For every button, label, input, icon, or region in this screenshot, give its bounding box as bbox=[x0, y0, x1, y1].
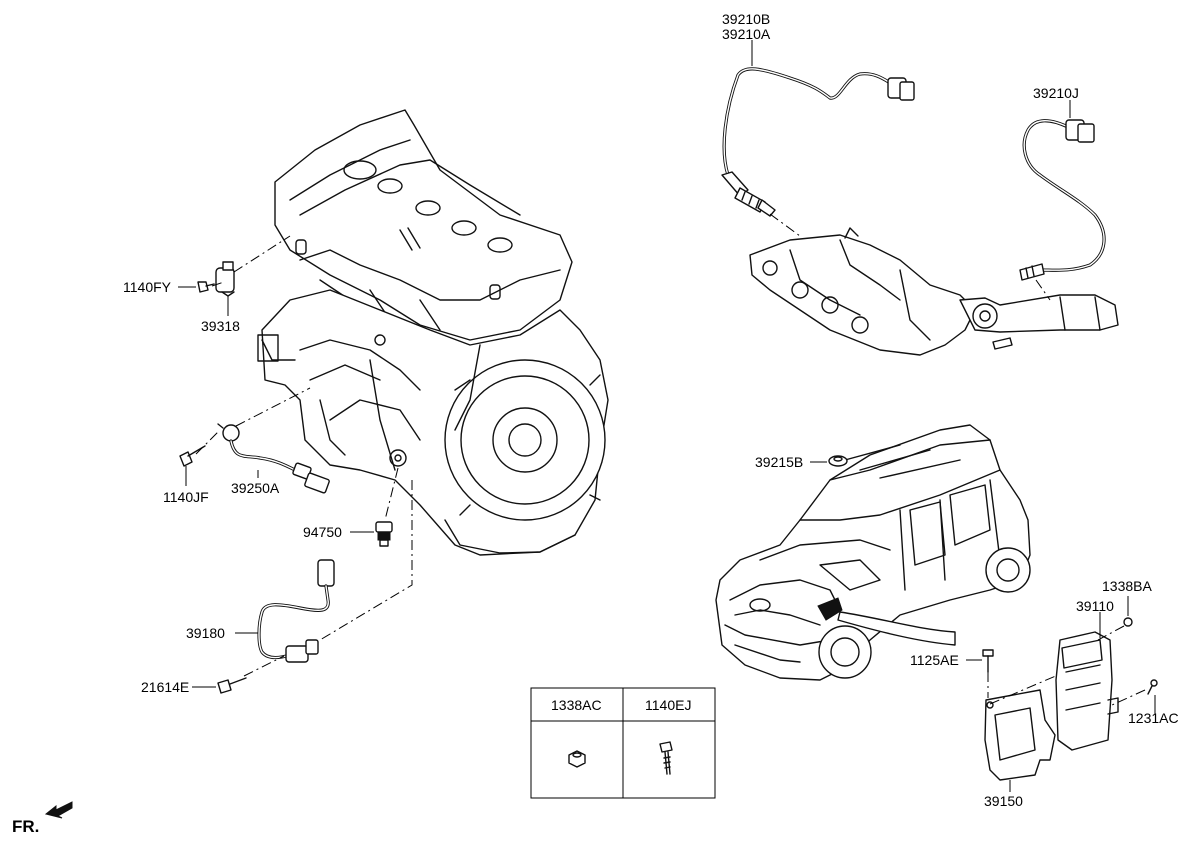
bolt-21614E bbox=[217, 677, 247, 694]
assembly-lines bbox=[195, 213, 1146, 706]
bolt-icon bbox=[659, 741, 673, 775]
label-21614E: 21614E bbox=[141, 679, 189, 695]
cam-position-sensor bbox=[215, 261, 235, 297]
front-indicator: FR. bbox=[12, 801, 73, 836]
front-label: FR. bbox=[12, 817, 39, 836]
label-1338BA: 1338BA bbox=[1102, 578, 1152, 594]
crank-position-sensor bbox=[257, 559, 335, 663]
vehicle-illustration bbox=[715, 424, 1031, 681]
label-39210J: 39210J bbox=[1033, 85, 1079, 101]
label-39110: 39110 bbox=[1076, 598, 1114, 614]
bolt-1140FY bbox=[197, 281, 215, 293]
screw-1231AC bbox=[1147, 679, 1158, 695]
bolt-1125AE bbox=[982, 649, 994, 673]
grommet bbox=[828, 455, 848, 467]
front-arrow-icon bbox=[44, 801, 73, 819]
label-39215B: 39215B bbox=[755, 454, 803, 470]
leader-lines bbox=[178, 40, 1156, 792]
label-39318: 39318 bbox=[201, 318, 240, 334]
label-1140FY: 1140FY bbox=[123, 279, 172, 295]
label-39250A: 39250A bbox=[231, 480, 280, 496]
flange-nut-icon bbox=[568, 750, 586, 768]
label-39210B: 39210B bbox=[722, 11, 770, 27]
label-39150: 39150 bbox=[984, 793, 1023, 809]
label-39180: 39180 bbox=[186, 625, 225, 641]
label-1231AC: 1231AC bbox=[1128, 710, 1179, 726]
label-39210A: 39210A bbox=[722, 26, 771, 42]
hardware-table: 1338AC 1140EJ bbox=[530, 687, 716, 799]
oxygen-sensor-downstream bbox=[1019, 119, 1106, 281]
engine-block bbox=[257, 109, 609, 556]
label-94750: 94750 bbox=[303, 524, 342, 540]
ecm-bracket bbox=[984, 689, 1056, 781]
screw-1338BA bbox=[1123, 617, 1133, 627]
label-1140JF: 1140JF bbox=[163, 489, 209, 505]
oil-pressure-switch bbox=[375, 521, 393, 547]
ecm-module bbox=[1055, 631, 1119, 751]
part-labels: 39210B 39210A 39210J 1140FY 39318 1140JF… bbox=[123, 11, 1179, 809]
table-header-1338AC: 1338AC bbox=[551, 697, 602, 713]
table-header-1140EJ: 1140EJ bbox=[645, 697, 691, 713]
knock-sensor bbox=[217, 423, 330, 494]
label-1125AE: 1125AE bbox=[910, 652, 959, 668]
oxygen-sensor-upstream bbox=[721, 67, 915, 217]
exhaust-manifold bbox=[749, 227, 1119, 356]
